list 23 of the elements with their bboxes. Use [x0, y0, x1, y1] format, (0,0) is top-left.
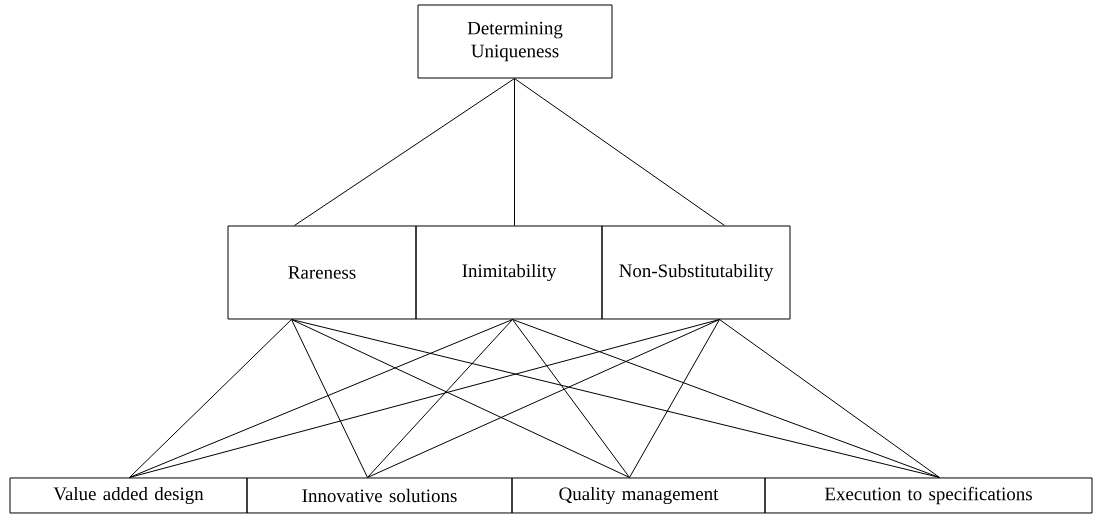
- connector-line: [129, 319, 513, 478]
- factor-box: Innovative solutions: [246, 477, 513, 514]
- connector-line: [719, 319, 940, 478]
- connector-line: [291, 319, 940, 478]
- connector-line: [129, 319, 720, 478]
- factor-box: Execution to specifications: [764, 477, 1093, 514]
- connector-line: [514, 78, 725, 226]
- factor-box: Value added design: [9, 477, 248, 514]
- connector-line: [514, 78, 515, 226]
- connector-line: [512, 319, 940, 478]
- root-box: Determining Uniqueness: [417, 4, 613, 79]
- criterion-box: Rareness: [227, 225, 417, 320]
- connector-line: [291, 319, 630, 478]
- connector-line: [367, 319, 513, 478]
- factor-box: Quality management: [511, 477, 766, 514]
- criterion-box: Inimitability: [415, 225, 603, 320]
- criterion-box: Non-Substitutability: [601, 225, 791, 320]
- connector-line: [294, 78, 515, 226]
- connector-line: [367, 319, 720, 478]
- connector-line: [512, 319, 630, 478]
- connector-line: [629, 319, 720, 478]
- connector-line: [129, 319, 292, 478]
- connector-line: [291, 319, 368, 478]
